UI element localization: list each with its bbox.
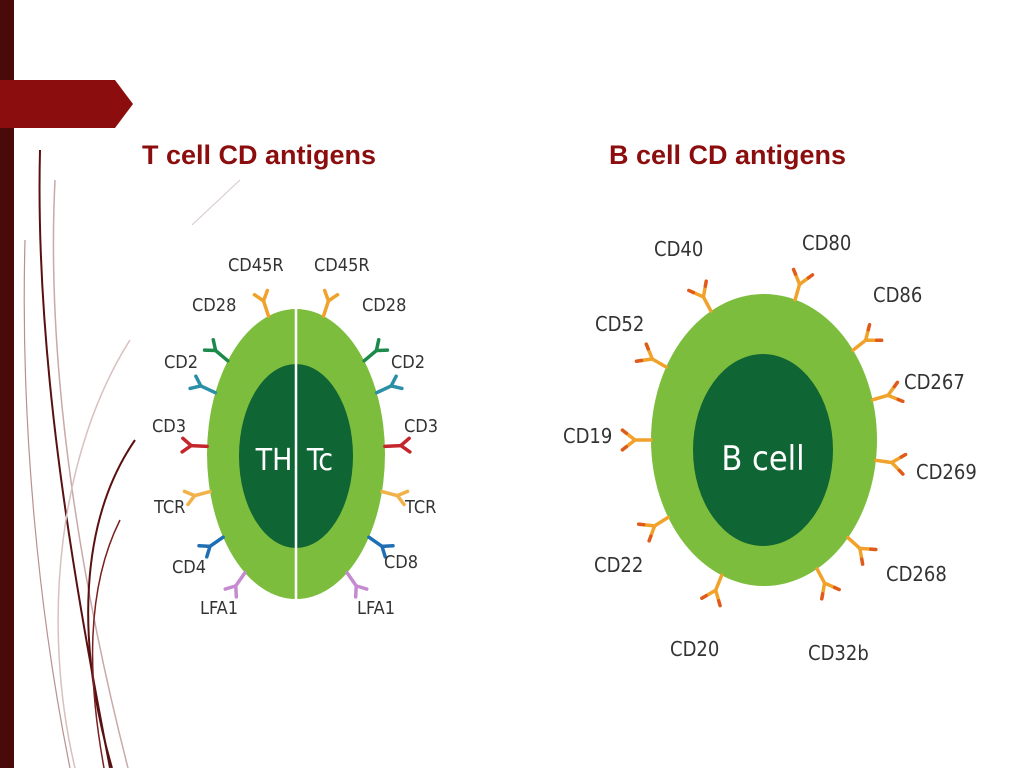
th-receptor-cd28 — [202, 338, 230, 363]
decorative-swoosh-lines — [23, 149, 241, 768]
tc-receptor-cd45r — [321, 288, 340, 318]
b-receptor-cd269 — [874, 452, 908, 476]
accent-arrow-tab — [0, 80, 133, 128]
b-marker-label-cd80: CD80 — [802, 231, 851, 255]
b-cell-inner — [693, 354, 833, 546]
th-receptor-cd3 — [180, 436, 209, 454]
b-cell-label: B cell — [721, 439, 804, 479]
th-receptor-cd45r — [252, 288, 271, 318]
tc-marker-label-cd2: CD2 — [391, 352, 425, 373]
th-receptor-tcr — [182, 489, 212, 507]
b-receptor-cd40 — [687, 279, 713, 313]
b-marker-label-cd22: CD22 — [594, 553, 643, 577]
t-cell-title: T cell CD antigens — [142, 140, 377, 170]
b-receptor-cd32b — [815, 567, 841, 601]
b-marker-label-cd269: CD269 — [916, 460, 977, 484]
b-marker-label-cd32b: CD32b — [808, 641, 869, 665]
th-receptor-cd2 — [188, 374, 218, 395]
b-receptor-cd86 — [851, 322, 884, 352]
tc-receptor-cd2 — [374, 374, 404, 395]
b-marker-label-cd20: CD20 — [670, 637, 719, 661]
tc-receptor-tcr — [380, 489, 410, 507]
b-receptor-cd22 — [636, 515, 670, 543]
th-marker-label-lfa1: LFA1 — [200, 598, 238, 619]
b-marker-label-cd86: CD86 — [873, 283, 922, 307]
b-marker-label-cd268: CD268 — [886, 562, 947, 586]
th-marker-label-cd2: CD2 — [164, 352, 198, 373]
b-marker-label-cd52: CD52 — [595, 312, 644, 336]
b-receptor-cd268 — [846, 535, 878, 566]
tc-receptor-cd3 — [383, 436, 412, 454]
b-cell-title: B cell CD antigens — [609, 140, 847, 170]
tc-marker-label-cd8: CD8 — [384, 552, 418, 573]
tc-receptor-cd8 — [367, 535, 395, 559]
th-marker-label-tcr: TCR — [153, 497, 185, 518]
b-marker-label-cd40: CD40 — [654, 237, 703, 261]
left-border-bar — [0, 0, 14, 768]
tc-marker-label-lfa1: LFA1 — [357, 598, 395, 619]
b-marker-label-cd267: CD267 — [904, 370, 965, 394]
th-marker-label-cd4: CD4 — [172, 557, 206, 578]
th-marker-label-cd3: CD3 — [152, 416, 186, 437]
th-marker-label-cd28: CD28 — [192, 295, 236, 316]
tc-marker-label-tcr: TCR — [404, 497, 436, 518]
tc-marker-label-cd28: CD28 — [362, 295, 406, 316]
b-receptor-cd267 — [870, 380, 905, 404]
b-receptor-cd19 — [620, 428, 653, 452]
tc-marker-label-cd45r: CD45R — [314, 255, 370, 276]
b-receptor-cd52 — [634, 342, 668, 369]
th-marker-label-cd45r: CD45R — [228, 255, 284, 276]
th-receptor-lfa1 — [223, 571, 247, 599]
b-receptor-cd80 — [791, 267, 815, 302]
th-receptor-cd4 — [197, 535, 225, 559]
tc-marker-label-cd3: CD3 — [404, 416, 438, 437]
b-receptor-cd20 — [700, 573, 724, 608]
th-label: TH — [255, 443, 293, 478]
tc-receptor-lfa1 — [345, 571, 369, 599]
b-marker-label-cd19: CD19 — [563, 424, 612, 448]
tc-label: Tc — [306, 443, 333, 478]
tc-receptor-cd28 — [362, 338, 390, 363]
